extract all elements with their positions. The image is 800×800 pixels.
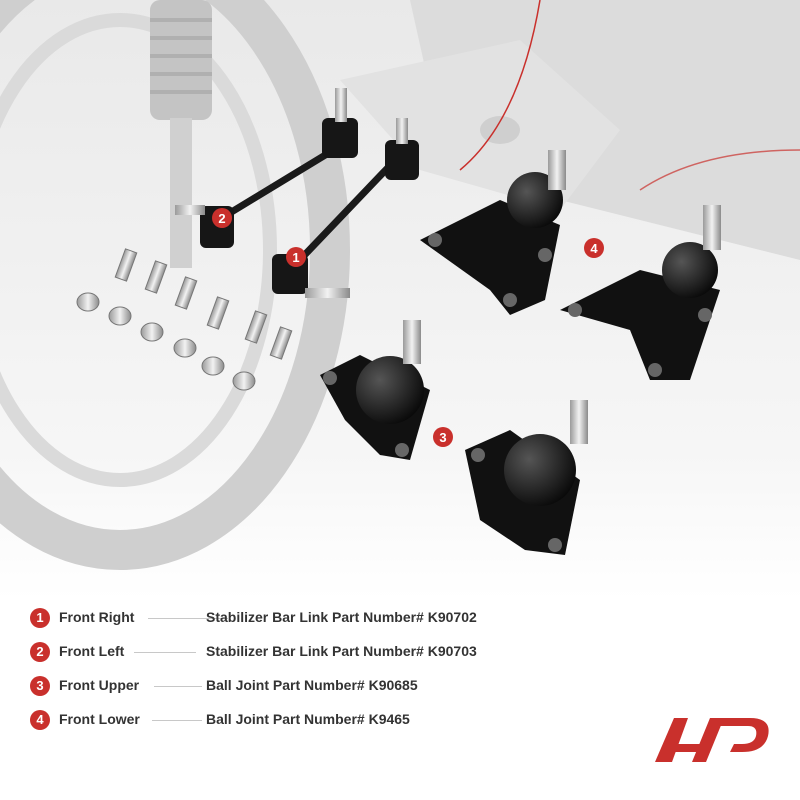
number-badge: 4 [30, 710, 50, 730]
product-photo: 1 2 3 4 [0, 0, 800, 600]
leader-line [152, 720, 202, 721]
legend-row-front-upper: 3 Front Upper Ball Joint Part Number# K9… [30, 675, 590, 699]
leader-line [134, 652, 196, 653]
svg-text:3: 3 [439, 430, 446, 445]
position-label: Front Left [59, 643, 125, 659]
callout-badge-4: 4 [584, 238, 604, 258]
leader-line [154, 686, 202, 687]
callout-badge-2: 2 [212, 208, 232, 228]
svg-text:1: 1 [292, 250, 299, 265]
callout-badge-3: 3 [433, 427, 453, 447]
legend-row-front-left: 2 Front Left Stabilizer Bar Link Part Nu… [30, 641, 590, 665]
svg-text:4: 4 [590, 241, 598, 256]
number-badge: 2 [30, 642, 50, 662]
leader-line [148, 618, 228, 619]
legend-row-front-lower: 4 Front Lower Ball Joint Part Number# K9… [30, 709, 590, 733]
position-label: Front Right [59, 609, 135, 625]
brand-logo-icon [655, 718, 769, 762]
svg-text:2: 2 [218, 211, 225, 226]
legend-row-front-right: 1 Front Right Stabilizer Bar Link Part N… [30, 607, 590, 631]
number-badge: 1 [30, 608, 50, 628]
ball-joint-lower-b [560, 205, 721, 380]
ball-joint-upper-a [320, 320, 430, 460]
callout-badge-1: 1 [286, 247, 306, 267]
hardware-bolts-nuts [76, 248, 293, 391]
position-label: Front Upper [59, 677, 140, 693]
part-description: Stabilizer Bar Link Part Number# K90703 [206, 643, 477, 659]
part-description: Ball Joint Part Number# K9465 [206, 711, 410, 727]
position-label: Front Lower [59, 711, 140, 727]
part-description: Ball Joint Part Number# K90685 [206, 677, 418, 693]
ball-joint-upper-b [465, 400, 588, 555]
ball-joint-lower-a [420, 150, 566, 315]
part-description: Stabilizer Bar Link Part Number# K90702 [206, 609, 477, 625]
number-badge: 3 [30, 676, 50, 696]
